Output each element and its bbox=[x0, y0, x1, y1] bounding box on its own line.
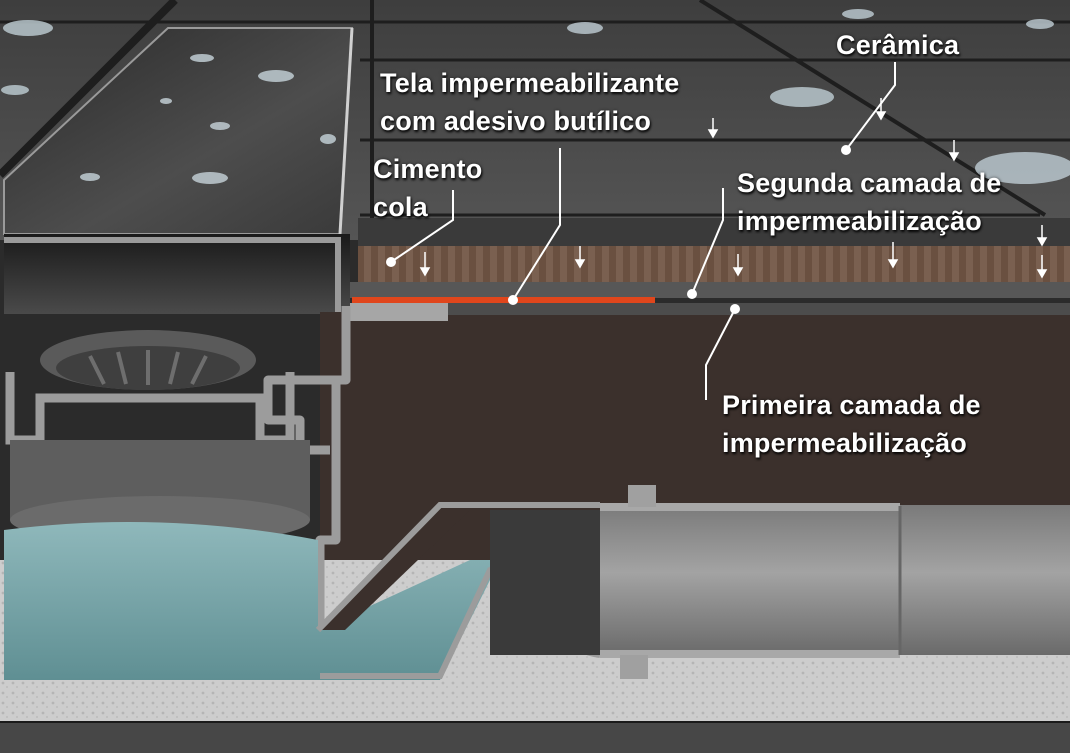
butyl-membrane-strip bbox=[352, 297, 655, 303]
second-waterproofing-layer bbox=[350, 282, 1070, 298]
label-cimento-cola: Cimento cola bbox=[373, 154, 483, 222]
label-primeira-camada: Primeira camada de impermeabilização bbox=[722, 390, 981, 458]
tile-adhesive-layer bbox=[358, 246, 1070, 282]
drain-channel-interior bbox=[4, 234, 350, 314]
pipe-clip-bottom bbox=[620, 655, 648, 679]
leader-lines bbox=[390, 62, 896, 400]
outlet-pipe bbox=[600, 505, 1070, 655]
first-waterproofing-layer bbox=[350, 303, 1070, 315]
water bbox=[4, 522, 500, 680]
label-tela-impermeabilizante: Tela impermeabilizante com adesivo butíl… bbox=[380, 68, 680, 136]
label-segunda-camada: Segunda camada de impermeabilização bbox=[737, 168, 1002, 236]
base-slab bbox=[0, 722, 1070, 753]
pipe-clip-top bbox=[628, 485, 656, 507]
label-ceramica: Cerâmica bbox=[836, 30, 960, 60]
